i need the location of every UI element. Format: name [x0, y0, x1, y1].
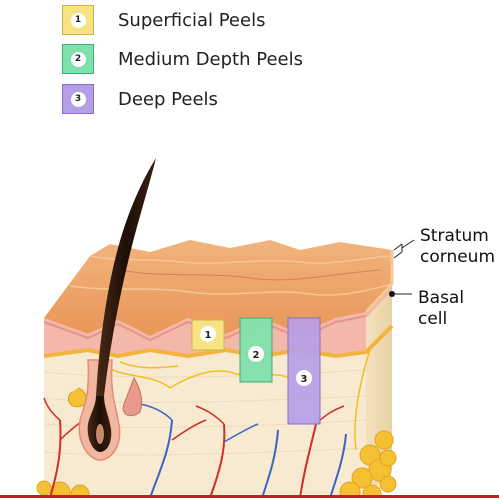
legend-label: Superficial Peels	[118, 9, 266, 31]
stratum-leader-line	[393, 239, 415, 259]
label-line: Basal	[418, 288, 465, 308]
label-line: Stratum	[420, 226, 489, 246]
legend-label: Deep Peels	[118, 88, 218, 110]
marker-number: 1	[205, 330, 212, 341]
stratum-corneum-surface	[44, 240, 392, 336]
marker-number: 3	[301, 374, 308, 385]
sebaceous-gland	[67, 387, 87, 408]
stratum-corneum-label: Stratum corneum	[420, 226, 495, 268]
legend-item-deep: 3 Deep Peels	[62, 84, 218, 114]
arrector-muscle	[122, 376, 143, 417]
peel-depth-marker-2: 2	[239, 317, 273, 383]
label-line: cell	[418, 309, 448, 329]
legend-swatch-superficial: 1	[62, 5, 94, 35]
basal-cell-label: Basal cell	[418, 288, 464, 330]
marker-number: 2	[253, 350, 260, 361]
legend-swatch-medium: 2	[62, 44, 94, 74]
legend-item-superficial: 1 Superficial Peels	[62, 5, 265, 35]
peel-depth-marker-1: 1	[191, 319, 225, 351]
nerve-fibers	[99, 349, 371, 451]
legend-number: 2	[70, 51, 86, 67]
fat-cells	[36, 430, 397, 498]
legend-swatch-deep: 3	[62, 84, 94, 114]
label-line: corneum	[420, 247, 496, 267]
legend-number: 3	[70, 91, 86, 107]
hair-follicle	[78, 359, 121, 461]
legend-label: Medium Depth Peels	[118, 48, 303, 70]
peel-depth-marker-3: 3	[287, 317, 321, 425]
legend-item-medium: 2 Medium Depth Peels	[62, 44, 303, 74]
legend-number: 1	[70, 12, 86, 28]
hair-shaft	[96, 158, 156, 396]
